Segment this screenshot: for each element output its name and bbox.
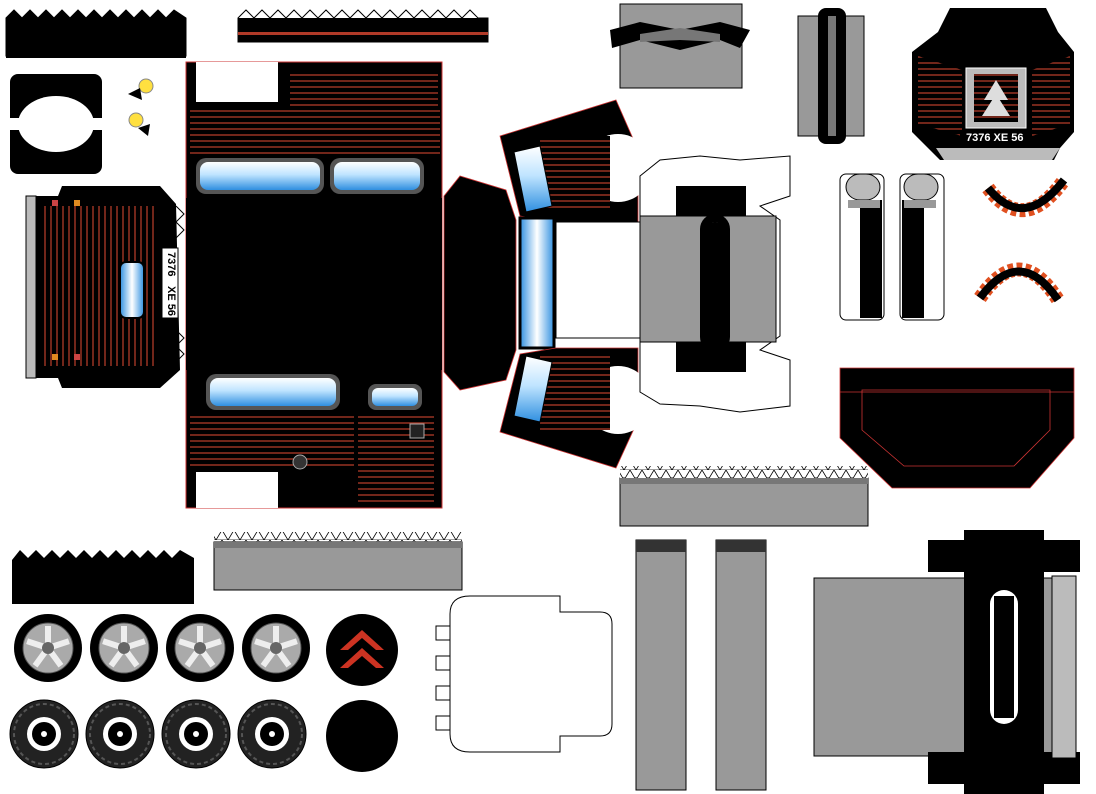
plain-wheel xyxy=(237,699,307,769)
chassis-underside xyxy=(813,530,1080,794)
alloy-wheel xyxy=(166,614,234,682)
plain-wheel xyxy=(9,699,79,769)
alloy-wheel xyxy=(90,614,158,682)
front-plate: 7376 XE 56 xyxy=(966,132,1024,144)
top-center-strip xyxy=(237,9,489,43)
side-mirror-panel xyxy=(10,74,102,174)
main-body-shell xyxy=(185,61,443,509)
plain-wheel xyxy=(161,699,231,769)
cab-rear-part xyxy=(639,155,791,413)
mudguard-left xyxy=(839,173,885,321)
rear-cab-panel: 7376 XE 56 xyxy=(912,8,1074,160)
wheel-arch-top xyxy=(982,175,1070,218)
bumper-strip xyxy=(12,550,194,604)
floor-strip-vertical-a xyxy=(635,539,687,791)
plain-wheel xyxy=(85,699,155,769)
alloy-wheel xyxy=(14,614,82,682)
black-disc xyxy=(326,700,398,772)
floor-strip-vertical-b xyxy=(715,539,767,791)
alloy-wheel xyxy=(242,614,310,682)
floor-strip-long xyxy=(619,466,869,527)
interior-template xyxy=(435,595,613,753)
front-grille-panel: 7376 XE 56 xyxy=(25,186,185,388)
chassis-block-top xyxy=(610,3,750,89)
alloy-wheels-row xyxy=(14,614,310,682)
headlamp-pair xyxy=(128,78,154,136)
floor-strip-left xyxy=(213,532,463,591)
cab-front-section xyxy=(499,99,652,469)
chevron-logo-icon xyxy=(326,614,398,686)
mudguard-right xyxy=(899,173,945,321)
chassis-rail-top xyxy=(797,8,865,144)
bonnet-panel xyxy=(443,175,517,391)
plain-wheels-row xyxy=(9,699,307,769)
cargo-bed xyxy=(839,367,1075,489)
wheel-arch-bottom xyxy=(974,262,1064,304)
rear-plate-line1: 7376 xyxy=(165,252,177,276)
rear-plate-line2: XE 56 xyxy=(165,286,177,316)
top-left-strip xyxy=(5,9,187,58)
